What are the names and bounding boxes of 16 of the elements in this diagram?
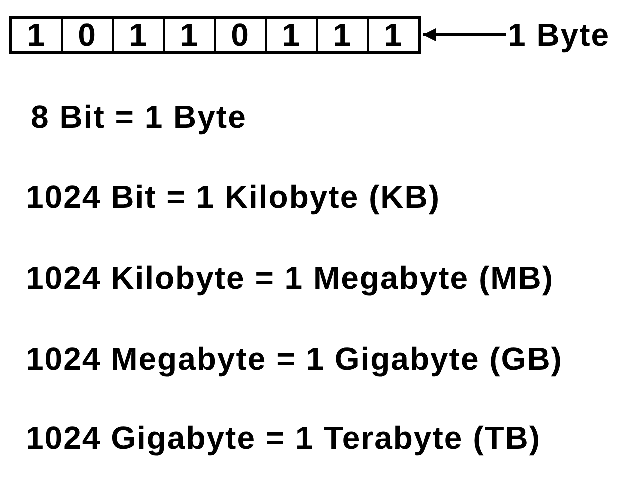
- bit-cell: 1: [113, 18, 164, 52]
- bit-cell: 1: [317, 18, 368, 52]
- equation-text: 8 Bit = 1 Byte: [31, 99, 247, 135]
- equation-text: 1024 Bit = 1 Kilobyte (KB): [26, 179, 441, 215]
- byte-label: 1 Byte: [508, 16, 636, 54]
- bit-cell: 1: [11, 18, 62, 52]
- bit-cell: 0: [62, 18, 113, 52]
- bit-cell: 1: [266, 18, 317, 52]
- bit-cell: 0: [215, 18, 266, 52]
- bit-cell: 1: [368, 18, 419, 52]
- equation-text: 1024 Megabyte = 1 Gigabyte (GB): [26, 341, 563, 377]
- byte-row: [9, 16, 421, 54]
- equation-text: 1024 Gigabyte = 1 Terabyte (TB): [26, 420, 542, 456]
- arrow: [423, 28, 506, 42]
- equation-text: 1024 Kilobyte = 1 Megabyte (MB): [26, 260, 554, 296]
- bit-cell: 1: [164, 18, 215, 52]
